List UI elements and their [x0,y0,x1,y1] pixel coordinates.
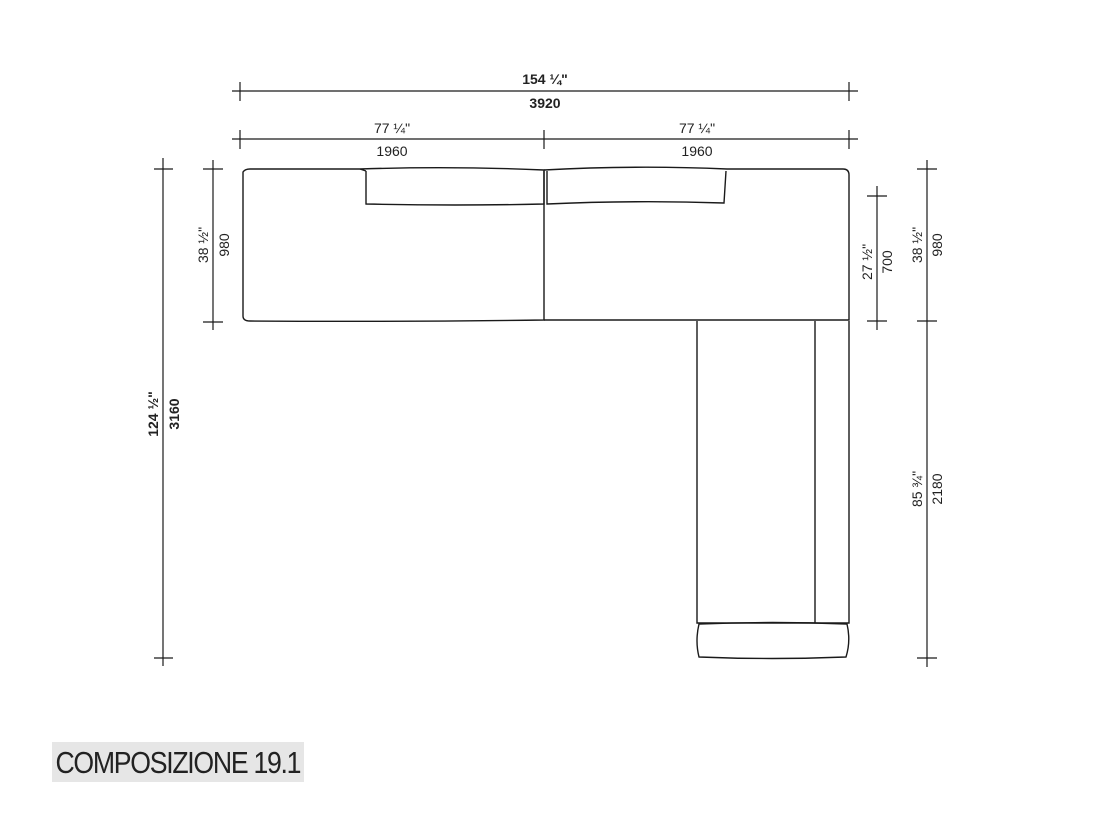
chaise-end-cushion [696,621,850,660]
right-module-depth-metric: 980 [929,233,945,257]
right-module-width-imperial: 77 ¼" [679,120,715,136]
overall-depth-imperial: 124 ½" [145,391,161,437]
overall-width-metric: 3920 [529,95,560,111]
right-module-width-metric: 1960 [681,143,712,159]
module-width-dimension-line [232,130,858,149]
left-module-width-metric: 1960 [376,143,407,159]
left-sofa-module [242,167,545,323]
backrest-depth-dimension-line [867,186,887,330]
overall-width-dimension-line [232,82,858,101]
chaise-length-imperial: 85 ¾" [909,471,925,507]
overall-depth-metric: 3160 [166,398,182,429]
right-sofa-module [543,166,850,321]
composition-caption: COMPOSIZIONE 19.1 [52,742,304,782]
left-module-depth-metric: 980 [216,233,232,257]
chaise-module [696,321,850,660]
right-depth-dimension-line [917,160,937,667]
left-backrest-cushion [365,171,545,206]
right-module-depth-imperial: 38 ½" [909,227,925,263]
left-module-depth-dimension-line [203,160,223,330]
backrest-depth-metric: 700 [879,250,895,274]
left-module-width-imperial: 77 ¼" [374,120,410,136]
overall-width-imperial: 154 ¼" [522,71,568,87]
backrest-depth-imperial: 27 ½" [859,244,875,280]
chaise-length-metric: 2180 [929,473,945,504]
overall-depth-dimension-line [154,158,173,666]
left-module-depth-imperial: 38 ½" [195,227,211,263]
right-backrest-cushion [546,170,727,205]
